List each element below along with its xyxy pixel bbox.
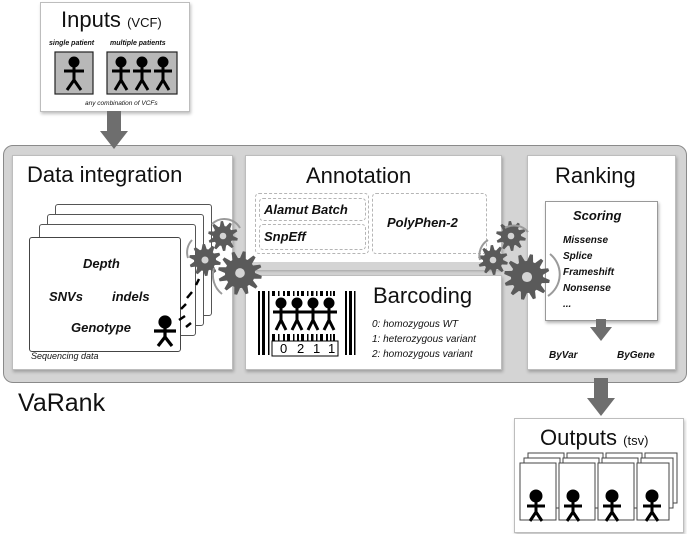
gear-icon-small-top-hub [219, 232, 227, 240]
gear-arcs [186, 218, 561, 297]
card-edge-dashes [178, 278, 201, 328]
inputs-title: Inputs (VCF) [61, 7, 162, 33]
gear-icon-small-left-hub [201, 256, 209, 264]
multiple-patients-label: multiple patients [110, 40, 166, 47]
arrow-outputs-down [587, 378, 615, 416]
legend-heterozygous: 1: heterozygous variant [372, 334, 476, 345]
varank-label: VaRank [18, 389, 106, 417]
genotype-label: Genotype [71, 320, 131, 335]
gear-icon-small-left-hub [489, 256, 497, 264]
data-integration-title: Data integration [27, 162, 183, 187]
indels-label: indels [112, 289, 150, 304]
gear-icon-large-hub [521, 271, 533, 283]
gear-cluster-left [189, 221, 262, 295]
annotation-title: Annotation [306, 163, 412, 188]
by-gene-label: ByGene [617, 350, 655, 361]
barcode-digit-3: 1 [328, 341, 335, 356]
outputs-title-text: Outputs [540, 425, 618, 450]
connector-band [228, 262, 520, 270]
alamut-snpeff-group [255, 193, 369, 254]
snpeff-tool-box: SnpEff [259, 224, 366, 250]
alamut-tool-box: Alamut Batch [259, 198, 366, 221]
scoring-frameshift: Frameshift [563, 267, 615, 278]
ranking-title: Ranking [555, 163, 636, 188]
vcf-combination-label: any combination of VCFs [85, 100, 158, 107]
outputs-title: Outputs (tsv) [540, 425, 648, 451]
scoring-nonsense: Nonsense [563, 283, 611, 294]
scoring-splice: Splice [563, 251, 593, 262]
alamut-label: Alamut Batch [264, 202, 348, 217]
single-patient-label: single patient [49, 40, 95, 47]
outputs-title-suffix: (tsv) [623, 433, 649, 448]
scoring-ellipsis: ... [563, 299, 572, 310]
genotype-person-icon [154, 315, 176, 347]
polyphen-label: PolyPhen-2 [387, 215, 458, 230]
gear-cluster-right [478, 221, 550, 300]
inputs-title-suffix: (VCF) [127, 15, 162, 30]
legend-homozygous-wt: 0: homozygous WT [372, 319, 459, 330]
gear-icon-large-hub [235, 268, 245, 278]
barcode-people-icon [273, 297, 337, 331]
barcode-digit-1: 2 [297, 341, 304, 356]
barcode-digit-2: 1 [313, 341, 320, 356]
depth-label: Depth [83, 256, 120, 271]
scoring-missense: Missense [563, 235, 609, 246]
scoring-box: Scoring Missense Splice Frameshift Nonse… [545, 201, 658, 321]
by-var-label: ByVar [549, 350, 578, 361]
gear-icon-small-top-hub [507, 232, 515, 240]
snpeff-label: SnpEff [264, 229, 306, 244]
barcode-digits-box [271, 340, 339, 357]
single-patient-icon [64, 56, 84, 91]
polyphen-tool-box: PolyPhen-2 [372, 193, 487, 254]
inputs-title-text: Inputs [61, 7, 121, 32]
legend-homozygous-variant: 2: homozygous variant [372, 349, 473, 360]
arrow-scoring-down [590, 319, 612, 341]
multiple-patients-icon [112, 56, 172, 91]
barcode-digit-0: 0 [280, 341, 287, 356]
snvs-label: SNVs [49, 289, 83, 304]
sequencing-card: Depth SNVs indels Genotype [29, 237, 181, 352]
scoring-title: Scoring [573, 208, 622, 223]
barcoding-title: Barcoding [373, 283, 473, 308]
output-person-icons [527, 489, 661, 522]
sequencing-data-label: Sequencing data [31, 351, 99, 361]
